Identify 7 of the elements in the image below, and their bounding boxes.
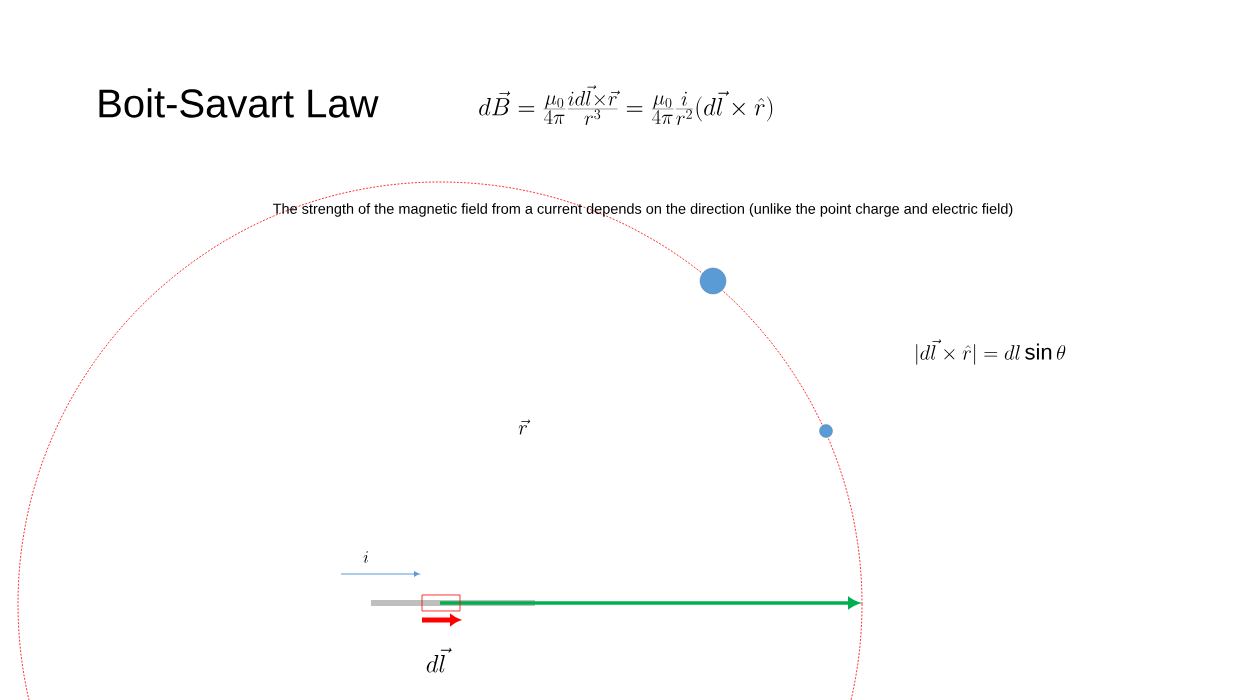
current-label: $i$ [363,551,368,563]
description-text: The strength of the magnetic field from a current depends on the direction (unlike the point charge and electric field) [273,203,1013,217]
vector-label: $\vec{r}$ [518,419,531,435]
cross-product-formula: $|d\vec{l}\times\hat{r}| = dl\sin\theta$ [916,339,1066,365]
title: Boit-Savart Law [99,88,379,118]
vector-label: $d\vec{l}$ [426,647,452,673]
field-formula: $d\vec{B} = \frac{\mu_0}{4\pi}\frac{i d\vec{l}\times\vec{r}}{r^3} = \frac{\mu_0}{4\pi}\frac{i}{r^2}(d\vec{l}\times\hat{r})$ [479,85,773,126]
